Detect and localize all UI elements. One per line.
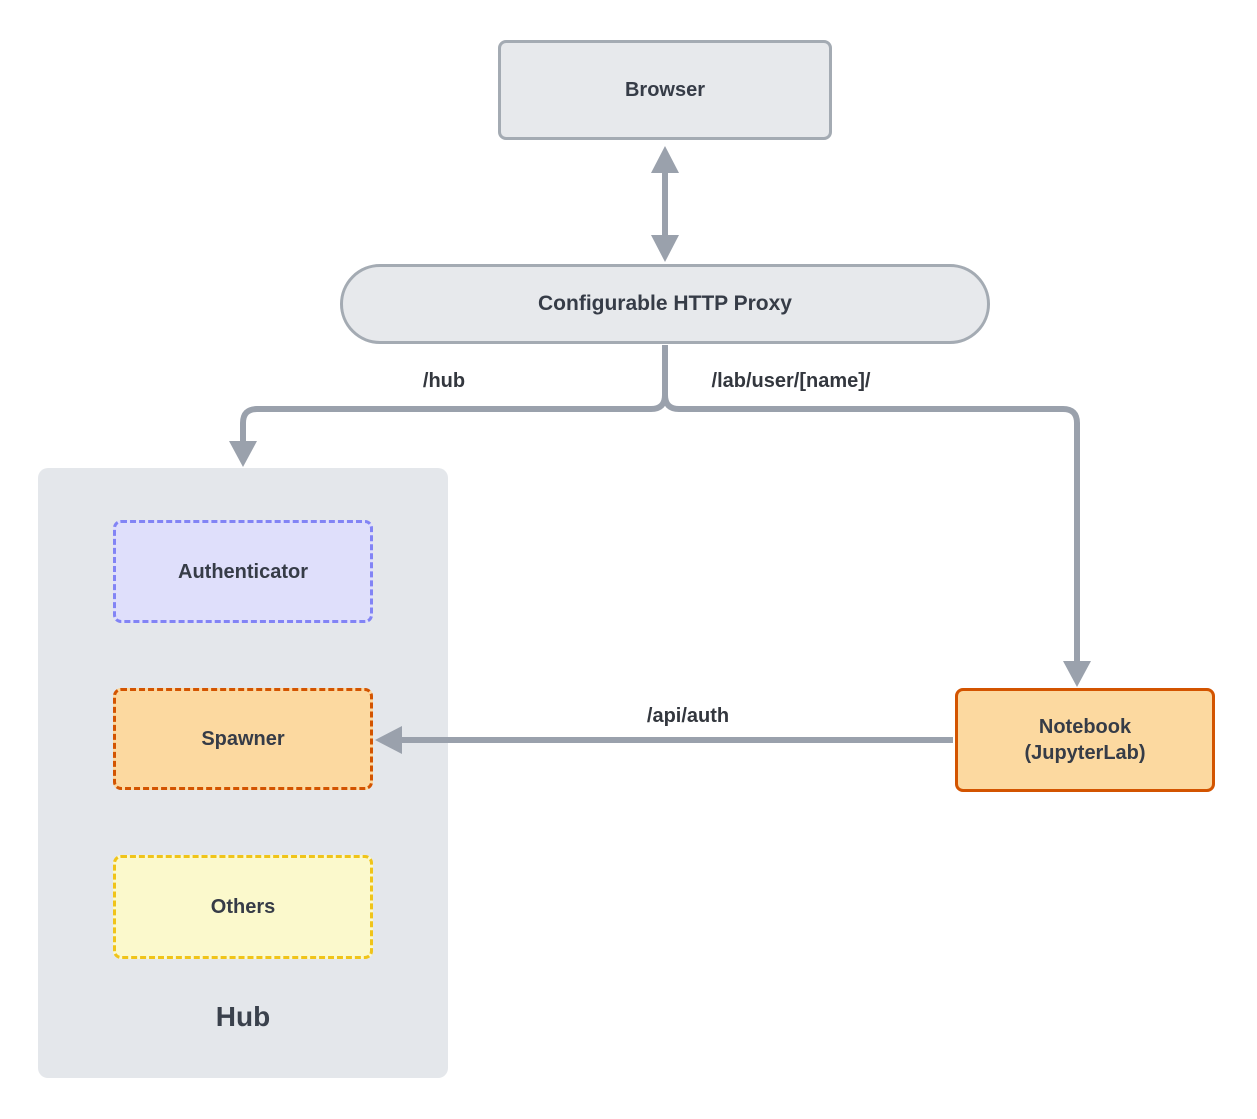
connector-proxy-hub (229, 394, 668, 467)
browser-node: Browser (498, 40, 832, 140)
edge-label-lab-user: /lab/user/[name]/ (711, 370, 871, 392)
edge-label-hub: /hub (422, 370, 466, 392)
spawner-node: Spawner (113, 688, 373, 790)
connector-notebook-spawner (375, 726, 953, 754)
proxy-label: Configurable HTTP Proxy (538, 292, 792, 316)
hub-label: Hub (215, 1001, 271, 1032)
connector-proxy-notebook (662, 394, 1091, 687)
others-label: Others (210, 896, 276, 918)
browser-label: Browser (624, 79, 706, 101)
spawner-label: Spawner (201, 728, 285, 750)
authenticator-label: Authenticator (178, 560, 308, 583)
others-node: Others (113, 855, 373, 959)
connector-browser-proxy (651, 146, 679, 262)
edge-label-api-auth: /api/auth (646, 705, 730, 727)
notebook-label: Notebook (JupyterLab) (1024, 716, 1146, 764)
proxy-node: Configurable HTTP Proxy (340, 264, 990, 344)
notebook-node: Notebook (JupyterLab) (955, 688, 1215, 792)
authenticator-node: Authenticator (113, 520, 373, 623)
